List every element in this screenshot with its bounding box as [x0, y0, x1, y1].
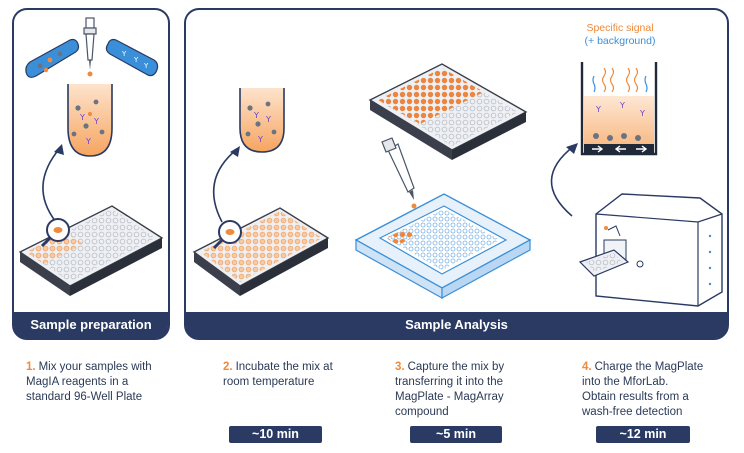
svg-text:Y: Y: [133, 56, 139, 64]
sample-analysis-panel: [184, 8, 729, 340]
reagent-tube-left-icon: [25, 38, 80, 78]
sample-analysis-label: Sample Analysis: [405, 317, 508, 332]
svg-text:Y: Y: [93, 117, 99, 126]
svg-text:Y: Y: [253, 111, 259, 120]
arrow-icon: [212, 149, 237, 223]
svg-text:Y: Y: [265, 115, 271, 124]
well-plate-icon: [368, 63, 528, 160]
pipette-icon: [83, 17, 97, 77]
sample-preparation-bar: [14, 312, 168, 338]
step-1: 1.Mix your samples with MagIA reagents i…: [26, 360, 186, 405]
svg-text:Y: Y: [143, 62, 149, 70]
well-plate-icon: [192, 207, 330, 296]
signal-line1: Specific signal: [586, 22, 654, 34]
step-text: Capture the mix by transferring it into …: [395, 361, 505, 418]
svg-text:Y: Y: [121, 50, 127, 58]
step-text: Charge the MagPlate into the MforLab. Ob…: [582, 361, 704, 418]
svg-text:Y: Y: [619, 101, 625, 110]
step-number: 1.: [26, 361, 36, 373]
well-plate-icon: [18, 205, 164, 296]
svg-text:Y: Y: [79, 113, 85, 122]
magplate-icon: [354, 193, 532, 300]
pipette-icon: [381, 137, 417, 209]
mixing-tube-icon: Y Y Y: [67, 84, 113, 157]
arrow-icon: [42, 147, 61, 223]
signal-waves-icon: [592, 67, 648, 93]
svg-text:Y: Y: [595, 105, 601, 114]
time-badge-step-2: ~10 min: [229, 426, 322, 443]
svg-text:Y: Y: [257, 135, 263, 144]
time-badge-step-4: ~12 min: [596, 426, 690, 443]
reagent-tube-right-icon: Y Y Y: [105, 38, 159, 77]
step-number: 3.: [395, 361, 405, 373]
step-text: Mix your samples with MagIA reagents in …: [26, 361, 152, 403]
svg-text:Y: Y: [639, 109, 645, 118]
step-number: 2.: [223, 361, 233, 373]
step-4: 4.Charge the MagPlate into the MforLab. …: [582, 360, 742, 420]
incubation-tube-icon: Y Y Y: [239, 88, 285, 153]
step-text: Incubate the mix at room temperature: [223, 361, 333, 388]
magnifier-icon: [212, 220, 242, 250]
signal-line2: (+ background): [584, 35, 656, 47]
signal-caption: Specific signal (+ background): [560, 22, 680, 48]
sample-analysis-bar: [186, 312, 727, 338]
step-2: 2.Incubate the mix at room temperature: [223, 360, 373, 390]
step-number: 4.: [582, 361, 592, 373]
sample-preparation-label: Sample preparation: [30, 317, 152, 332]
detection-chamber-icon: Y Y Y: [580, 62, 658, 156]
mforlab-device-icon: [578, 193, 723, 307]
step-3: 3.Capture the mix by transferring it int…: [395, 360, 555, 420]
time-badge-step-3: ~5 min: [410, 426, 502, 443]
magnifier-icon: [40, 218, 70, 248]
arrow-icon: [550, 145, 575, 217]
svg-text:Y: Y: [85, 137, 91, 146]
